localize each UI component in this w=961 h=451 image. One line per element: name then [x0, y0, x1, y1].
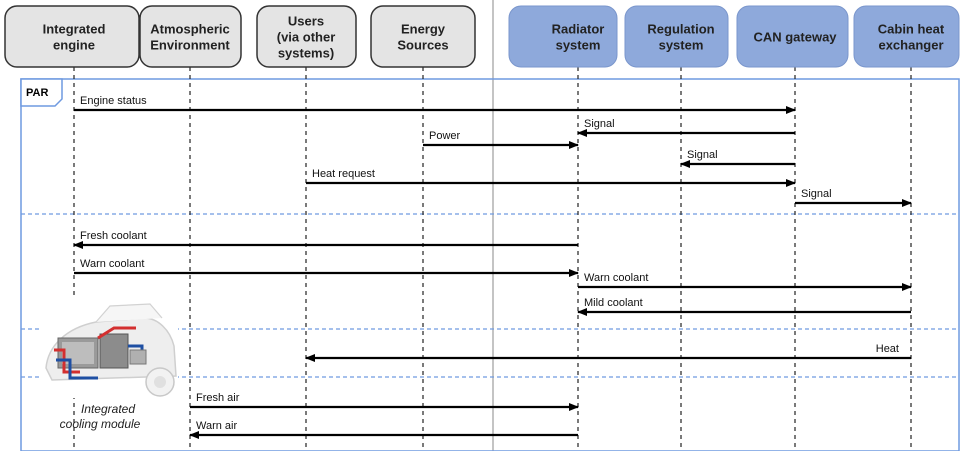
actor-label: system	[659, 38, 704, 53]
message-label: Warn air	[196, 420, 237, 432]
message: Fresh air	[190, 392, 579, 411]
actor-box	[508, 5, 618, 68]
actor-label: Sources	[397, 38, 448, 53]
actor-label: exchanger	[878, 38, 943, 53]
message: Power	[423, 130, 579, 149]
message: Warn coolant	[74, 258, 579, 277]
message-label: Heat request	[312, 168, 375, 180]
message-label: Power	[429, 130, 461, 142]
actor-label: system	[556, 38, 601, 53]
message: Heat request	[306, 168, 796, 187]
actor-label: CAN gateway	[753, 30, 837, 45]
actor-box	[624, 5, 729, 68]
actor-label: Atmospheric	[150, 22, 229, 37]
message-label: Signal	[687, 149, 718, 161]
actor-label: Users	[288, 14, 324, 29]
actor-label: Energy	[401, 22, 446, 37]
actor-box	[139, 5, 242, 68]
message-label: Heat	[876, 343, 899, 355]
message-label: Fresh coolant	[80, 230, 147, 242]
actor-box	[853, 5, 960, 68]
actor-box	[736, 5, 849, 68]
cooling-module-caption-line2: cooling module	[60, 417, 141, 431]
message-label: Signal	[801, 188, 832, 200]
message: Fresh coolant	[73, 230, 578, 249]
message: Mild coolant	[577, 297, 911, 316]
actor-box	[256, 5, 357, 68]
par-frame-tag: PAR	[20, 78, 63, 107]
actor-label: Cabin heat	[878, 22, 945, 37]
message-label: Mild coolant	[584, 297, 643, 309]
message: Signal	[795, 188, 912, 207]
actor-label: Radiator	[552, 22, 605, 37]
cooling-module-caption-line1: Integrated	[81, 402, 135, 416]
message-label: Signal	[584, 118, 615, 130]
cooling-module-image	[40, 298, 178, 398]
message-label: Fresh air	[196, 392, 240, 404]
message: Signal	[577, 118, 795, 137]
message-label: Warn coolant	[584, 272, 648, 284]
message-label: Warn coolant	[80, 258, 144, 270]
actor-label: Regulation	[647, 22, 714, 37]
message-label: Engine status	[80, 95, 147, 107]
par-frame	[20, 78, 960, 451]
actor-label: systems)	[278, 46, 334, 61]
actor-label: (via other	[277, 30, 336, 45]
message: Signal	[680, 149, 795, 168]
actor-label: Environment	[150, 38, 230, 53]
actor-label: Integrated	[43, 22, 106, 37]
actor-box	[4, 5, 140, 68]
actor-can: CAN gateway	[736, 5, 849, 68]
message: Heat	[305, 343, 911, 362]
message: Warn air	[189, 420, 578, 439]
actor-box	[370, 5, 476, 68]
par-label: PAR	[26, 87, 48, 99]
message: Warn coolant	[578, 272, 912, 291]
actor-label: engine	[53, 38, 95, 53]
message: Engine status	[74, 95, 796, 114]
